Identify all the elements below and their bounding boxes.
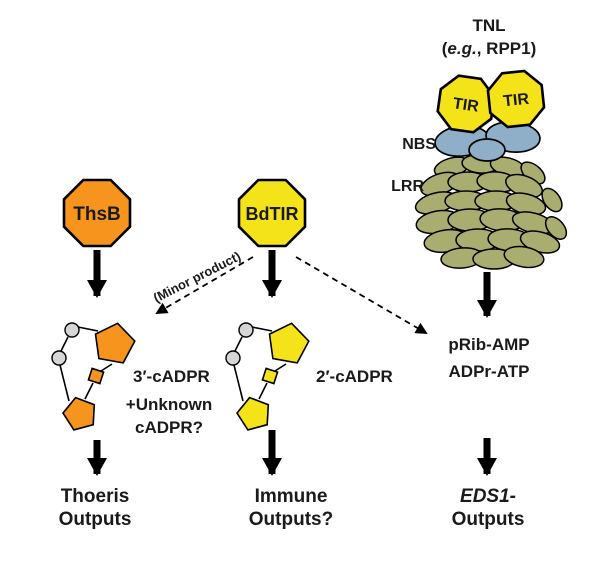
prib-amp-label: pRib-AMP: [448, 335, 529, 354]
ribose-pentagon: [62, 396, 96, 431]
tir-left-octagon: [436, 74, 496, 134]
nbs-lobe: [468, 138, 506, 162]
lrr-coil: [544, 216, 568, 240]
bond: [84, 382, 94, 400]
cadpr2-label: 2′-cADPR: [316, 367, 393, 386]
unknown-cadpr-line2: cADPR?: [135, 418, 203, 437]
cadpr3-label: 3′-cADPR: [133, 367, 210, 386]
minor-product-label: (Minor product): [151, 249, 243, 306]
tnl-subtitle-eg: e.g.: [447, 39, 476, 58]
bond: [251, 326, 273, 332]
thsb-octagon: [62, 178, 132, 248]
bond: [233, 364, 244, 402]
bdtir-pathway: BdTIR (Minor product) 2′-cADPR Immune Ou…: [151, 178, 428, 530]
immune-output-line2: Outputs?: [249, 509, 333, 530]
lrr-coil: [503, 245, 545, 269]
thoeris-output-line2: Outputs: [59, 509, 132, 530]
ribose-pentagon: [236, 396, 270, 431]
eds1-output-line1: EDS1-: [460, 486, 516, 507]
lrr-label: LRR: [391, 178, 424, 195]
tir-right-label: TIR: [502, 91, 530, 111]
phosphate-bead: [64, 322, 80, 338]
nbs-label: NBS: [402, 136, 436, 153]
immune-output-line1: Immune: [255, 486, 328, 507]
cadpr2-molecule: [225, 322, 310, 431]
minor-product-dashed-arrow: [155, 256, 254, 315]
phosphate-bead: [51, 350, 67, 366]
bond: [274, 363, 287, 372]
bond: [234, 336, 243, 352]
phosphate-bead: [238, 322, 254, 338]
tir-domains: TIR TIR: [436, 69, 546, 134]
bond: [59, 364, 70, 402]
adenine-pentagon: [268, 322, 310, 364]
bdtir-octagon: [237, 178, 307, 248]
tir-left-label: TIR: [452, 95, 480, 115]
thsb-pathway: ThsB 3′-cADPR +Unknown cADPR? Thoeris Ou…: [51, 178, 212, 530]
adpr-atp-label: ADPr-ATP: [449, 362, 530, 381]
tnl-pathway: TNL (e.g., RPP1): [391, 16, 568, 530]
bond: [100, 363, 113, 372]
unknown-cadpr-line1: +Unknown: [126, 395, 212, 414]
ribose-square: [87, 367, 105, 385]
tnl-subtitle: (e.g., RPP1): [442, 39, 537, 58]
adenine-pentagon: [94, 322, 136, 364]
tnl-title: TNL: [472, 16, 505, 35]
bdtir-label: BdTIR: [246, 204, 299, 224]
bond: [60, 336, 69, 352]
eds1-output-line2: Outputs: [452, 509, 525, 530]
lrr-coil: [541, 187, 563, 213]
bdtir-to-prib-dashed-arrow: [295, 256, 428, 335]
nbs-domain: [434, 121, 541, 162]
bond: [258, 382, 268, 400]
bond: [77, 326, 99, 332]
ribose-square: [261, 367, 279, 385]
tir-right-octagon: [486, 69, 546, 129]
cadpr3-molecule: [51, 322, 136, 431]
phosphate-bead: [225, 350, 241, 366]
thoeris-output-line1: Thoeris: [61, 486, 130, 507]
lrr-domain: [414, 154, 568, 270]
thsb-label: ThsB: [73, 204, 121, 225]
